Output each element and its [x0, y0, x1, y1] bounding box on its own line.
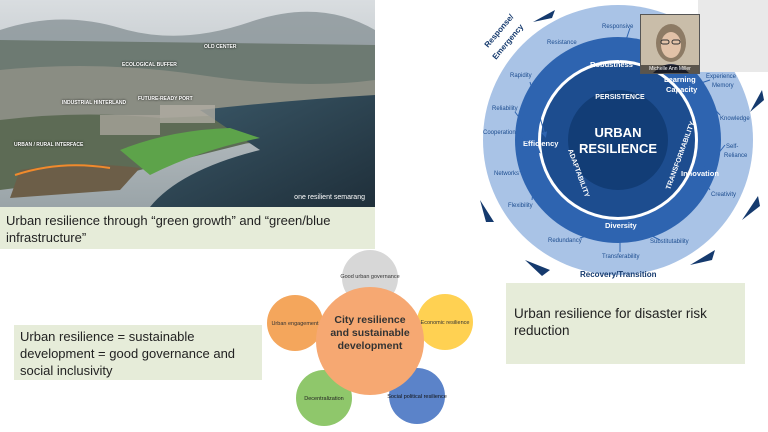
aerial-city-photo: ECOLOGICAL BUFFER INDUSTRIAL HINTERLAND …	[0, 0, 375, 207]
outer-label-cooperation: Cooperation	[483, 130, 516, 136]
outer-label-self: Self-	[726, 144, 738, 150]
petal-economic	[417, 294, 473, 350]
middle-label-diversity: Diversity	[605, 221, 638, 230]
inner-label-persistence: PERSISTENCE	[595, 94, 645, 101]
photo-label-ecological: ECOLOGICAL BUFFER	[122, 62, 177, 68]
outer-label-substitutability: Substitutability	[650, 239, 689, 245]
outer-label-rapidity: Rapidity	[510, 73, 532, 79]
caption-sustainable-development: Urban resilience = sustainable developme…	[14, 325, 262, 380]
outer-label-reliance: Reliance	[724, 153, 748, 159]
phase-arrow-top	[533, 10, 555, 22]
outer-label-memory: Memory	[712, 83, 734, 89]
middle-label-innovation: Innovation	[681, 169, 719, 178]
aerial-illustration	[0, 0, 375, 207]
participant-video-tile[interactable]: Michelle Ann Miller	[640, 14, 700, 74]
petal-label-social: Social political resilience	[387, 394, 447, 400]
outer-label-experience: Experience	[706, 74, 737, 80]
middle-label-efficiency: Efficiency	[523, 139, 559, 148]
phase-label-recovery: Recovery/Transition	[580, 270, 657, 279]
connector-arrows	[514, 27, 726, 252]
phase-arrow-right	[742, 196, 760, 220]
outer-label-responsive: Responsive	[602, 24, 634, 30]
caption-green-growth: Urban resilience through “green growth” …	[0, 207, 375, 249]
petal-label-economic: Economic resilience	[421, 320, 470, 326]
caption-disaster-risk: Urban resilience for disaster risk reduc…	[506, 283, 745, 364]
video-panel-background	[698, 0, 768, 72]
venn-center-circle	[316, 287, 424, 395]
photo-label-urban-rural: URBAN / RURAL INTERFACE	[14, 142, 84, 148]
phase-arrow-left	[480, 200, 494, 222]
resilience-petal-diagram: Good urban governance Economic resilienc…	[267, 250, 473, 426]
core-title-urban: URBAN	[595, 125, 642, 140]
outer-label-creativity: Creativity	[711, 192, 736, 198]
outer-label-networks: Networks	[494, 171, 519, 177]
petal-engagement	[267, 295, 323, 351]
petal-label-decentralization: Decentralization	[304, 396, 343, 402]
outer-label-transferability: Transferability	[602, 254, 639, 260]
outer-label-knowledge: Knowledge	[720, 116, 750, 122]
outer-label-resistance: Resistance	[547, 40, 577, 46]
middle-label-learning: Learning	[664, 75, 696, 84]
petal-label-governance: Good urban governance	[340, 274, 399, 280]
petal-label-engagement: Urban engagement	[271, 321, 319, 327]
core-title-resilience: RESILIENCE	[579, 141, 657, 156]
participant-name-label: Michelle Ann Miller	[641, 65, 699, 73]
middle-label-robustness: Robustness	[590, 60, 633, 69]
phase-arrow-bottom-right	[690, 250, 715, 265]
outer-label-flexibility: Flexibility	[508, 203, 533, 209]
outer-label-reliability: Reliability	[492, 106, 518, 112]
photo-watermark: one resilient semarang	[294, 194, 365, 201]
phase-arrow-bottom-left	[525, 260, 550, 276]
core-circle	[568, 90, 668, 190]
photo-label-port: FUTURE-READY PORT	[138, 96, 193, 102]
photo-label-industrial: INDUSTRIAL HINTERLAND	[62, 100, 127, 106]
venn-center-label: City resilience and sustainable developm…	[330, 314, 410, 352]
outer-label-redundancy: Redundancy	[548, 238, 582, 244]
phase-arrow-upper-right	[750, 90, 764, 112]
middle-label-capacity: Capacity	[666, 85, 698, 94]
photo-label-old-center: OLD CENTER	[204, 44, 237, 50]
